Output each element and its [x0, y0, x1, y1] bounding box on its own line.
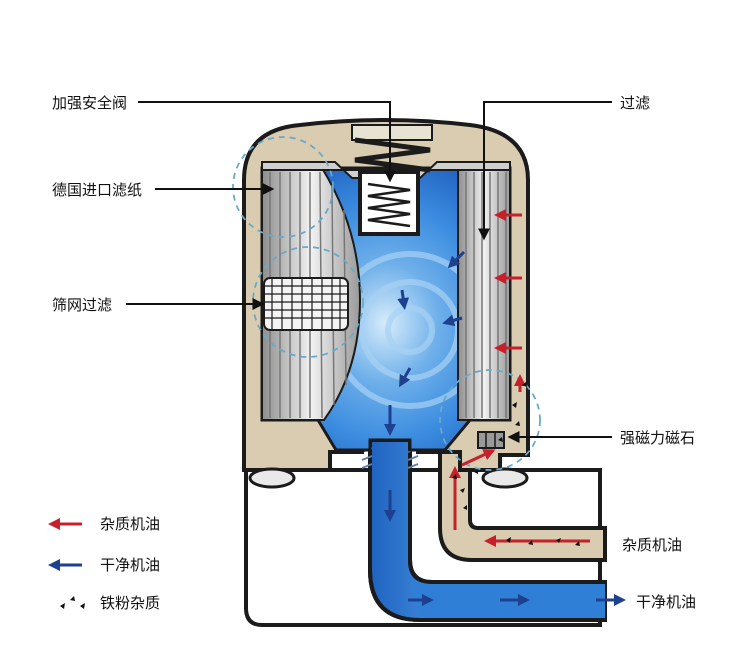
label-mesh-filter: 筛网过滤: [52, 296, 112, 314]
dirty-oil-channel: [438, 450, 607, 562]
gasket-left: [248, 467, 296, 489]
clean-oil-arrows: [384, 250, 626, 606]
legend-label-dirty-oil: 杂质机油: [100, 515, 160, 533]
clean-arrow: [447, 250, 466, 269]
legend: 杂质机油 干净机油 铁粉杂质: [48, 515, 160, 612]
legend-item-clean-oil: 干净机油: [48, 556, 160, 574]
dirty-oil-arrows: [449, 209, 590, 547]
label-relief-valve: 加强安全阀: [52, 94, 127, 112]
label-clean-oil-outlet: 干净机油: [636, 593, 696, 611]
label-dirty-oil-inlet: 杂质机油: [622, 536, 682, 554]
label-filtering: 过滤: [620, 94, 650, 112]
clean-arrow: [397, 289, 410, 310]
leader-filtering: [478, 101, 612, 241]
clean-arrow: [399, 367, 412, 388]
legend-item-dirty-oil: 杂质机油: [48, 515, 160, 533]
label-filter-paper: 德国进口滤纸: [52, 181, 142, 199]
label-magnet: 强磁力磁石: [620, 429, 695, 447]
magnet: [477, 431, 505, 449]
iron-particles: [452, 382, 580, 546]
leader-relief-valve: [138, 101, 396, 183]
clean-arrow: [442, 314, 463, 327]
legend-label-iron-powder: 铁粉杂质: [100, 594, 160, 612]
legend-item-iron-powder: 铁粉杂质: [60, 594, 160, 612]
highlight-circles: [232, 136, 541, 471]
leader-lines: [126, 101, 612, 443]
gasket-right: [481, 467, 529, 489]
highlight-filter-paper: [232, 136, 334, 238]
highlight-magnet: [439, 369, 541, 471]
dirty-arrow: [461, 449, 496, 467]
highlight-mesh: [252, 246, 364, 358]
mesh-screen: [263, 277, 349, 331]
legend-particles-icon: [60, 596, 85, 609]
legend-label-clean-oil: 干净机油: [100, 556, 160, 574]
